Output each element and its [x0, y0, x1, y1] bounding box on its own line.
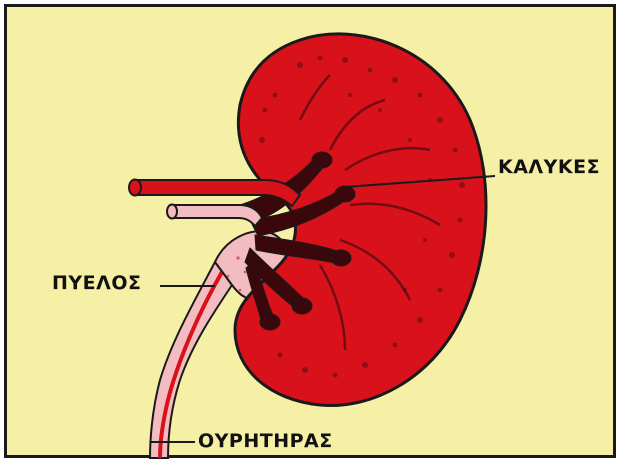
pelvis-label: ΠΥΕΛΟΣ: [52, 272, 141, 294]
ureter-label: ΟΥΡΗΤΗΡΑΣ: [198, 430, 333, 452]
calyces-label: ΚΑΛΥΚΕΣ: [498, 156, 600, 178]
renal-vein-end: [129, 180, 141, 196]
renal-artery-end: [167, 205, 177, 219]
